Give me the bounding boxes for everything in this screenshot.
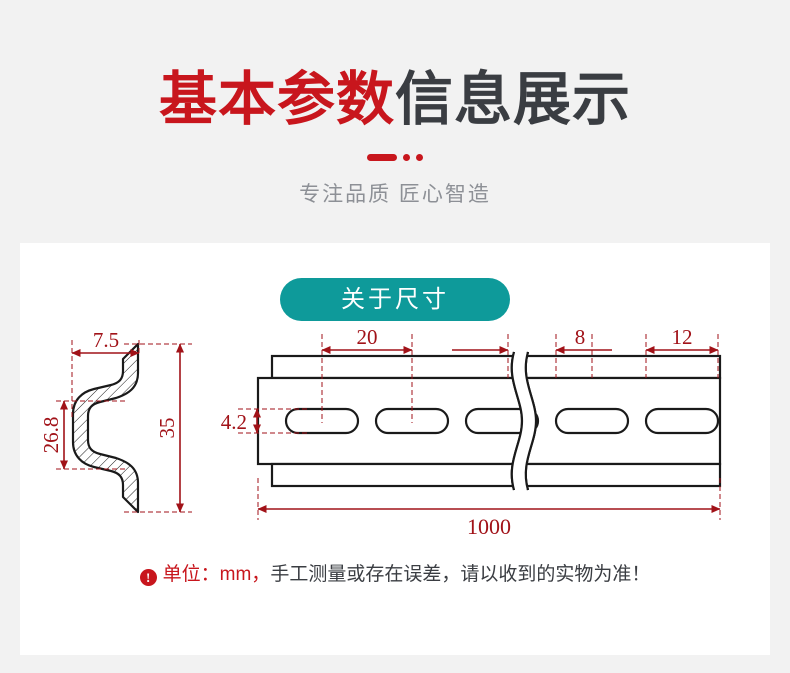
dim-label-7-5: 7.5 [93, 328, 119, 352]
dim-12: 12 [645, 328, 719, 354]
unit-note-red: 单位：mm， [162, 564, 271, 585]
rail-slot [374, 407, 450, 435]
dim-label-8: 8 [575, 328, 586, 349]
dim-26-8: 26.8 [39, 400, 68, 470]
dim-7-5: 7.5 [71, 328, 140, 357]
warning-icon: ! [139, 569, 157, 586]
din-rail-side-view [256, 351, 722, 491]
rail-slot [464, 407, 540, 435]
unit-note-dark: 手工测量或存在误差，请以收到的实物为准！ [270, 564, 651, 585]
dim-label-26-8: 26.8 [39, 417, 63, 454]
page-header: 基本参数信息展示 专注品质 匠心智造 [0, 0, 790, 243]
rail-slot [644, 407, 720, 435]
dim-label-20: 20 [357, 328, 378, 349]
divider-dot-icon [416, 153, 423, 161]
divider-bar-icon [367, 153, 397, 161]
dim-label-12: 12 [672, 328, 693, 349]
dim-8: 8 [555, 328, 612, 354]
dim-4-2: 4.2 [221, 408, 261, 434]
dim-label-1000: 1000 [467, 514, 511, 539]
section-pill-about-size: 关于尺寸 [280, 278, 510, 321]
divider-dot-icon [403, 153, 410, 161]
cross-section-profile [71, 342, 140, 514]
dim-1000: 1000 [257, 505, 721, 539]
dim-label-4-2: 4.2 [221, 410, 247, 434]
technical-drawing: 7.5 26.8 35 [20, 328, 770, 578]
dim-20: 20 [321, 328, 413, 354]
page-title-accent: 基本参数 [158, 67, 395, 132]
page-title: 基本参数信息展示 [0, 64, 790, 136]
dimension-card: 关于尺寸 [20, 243, 770, 655]
page-subtitle: 专注品质 匠心智造 [299, 183, 491, 206]
rail-slot [284, 407, 360, 435]
rail-slots [284, 407, 720, 435]
page-title-plain: 信息展示 [395, 67, 632, 132]
unit-note: ! 单位：mm，手工测量或存在误差，请以收到的实物为准！ [20, 561, 770, 589]
dim-35: 35 [155, 343, 184, 513]
rail-slot [554, 407, 630, 435]
rail-extension-lines [238, 334, 721, 520]
title-divider [0, 150, 790, 164]
dim-label-35: 35 [155, 418, 179, 439]
